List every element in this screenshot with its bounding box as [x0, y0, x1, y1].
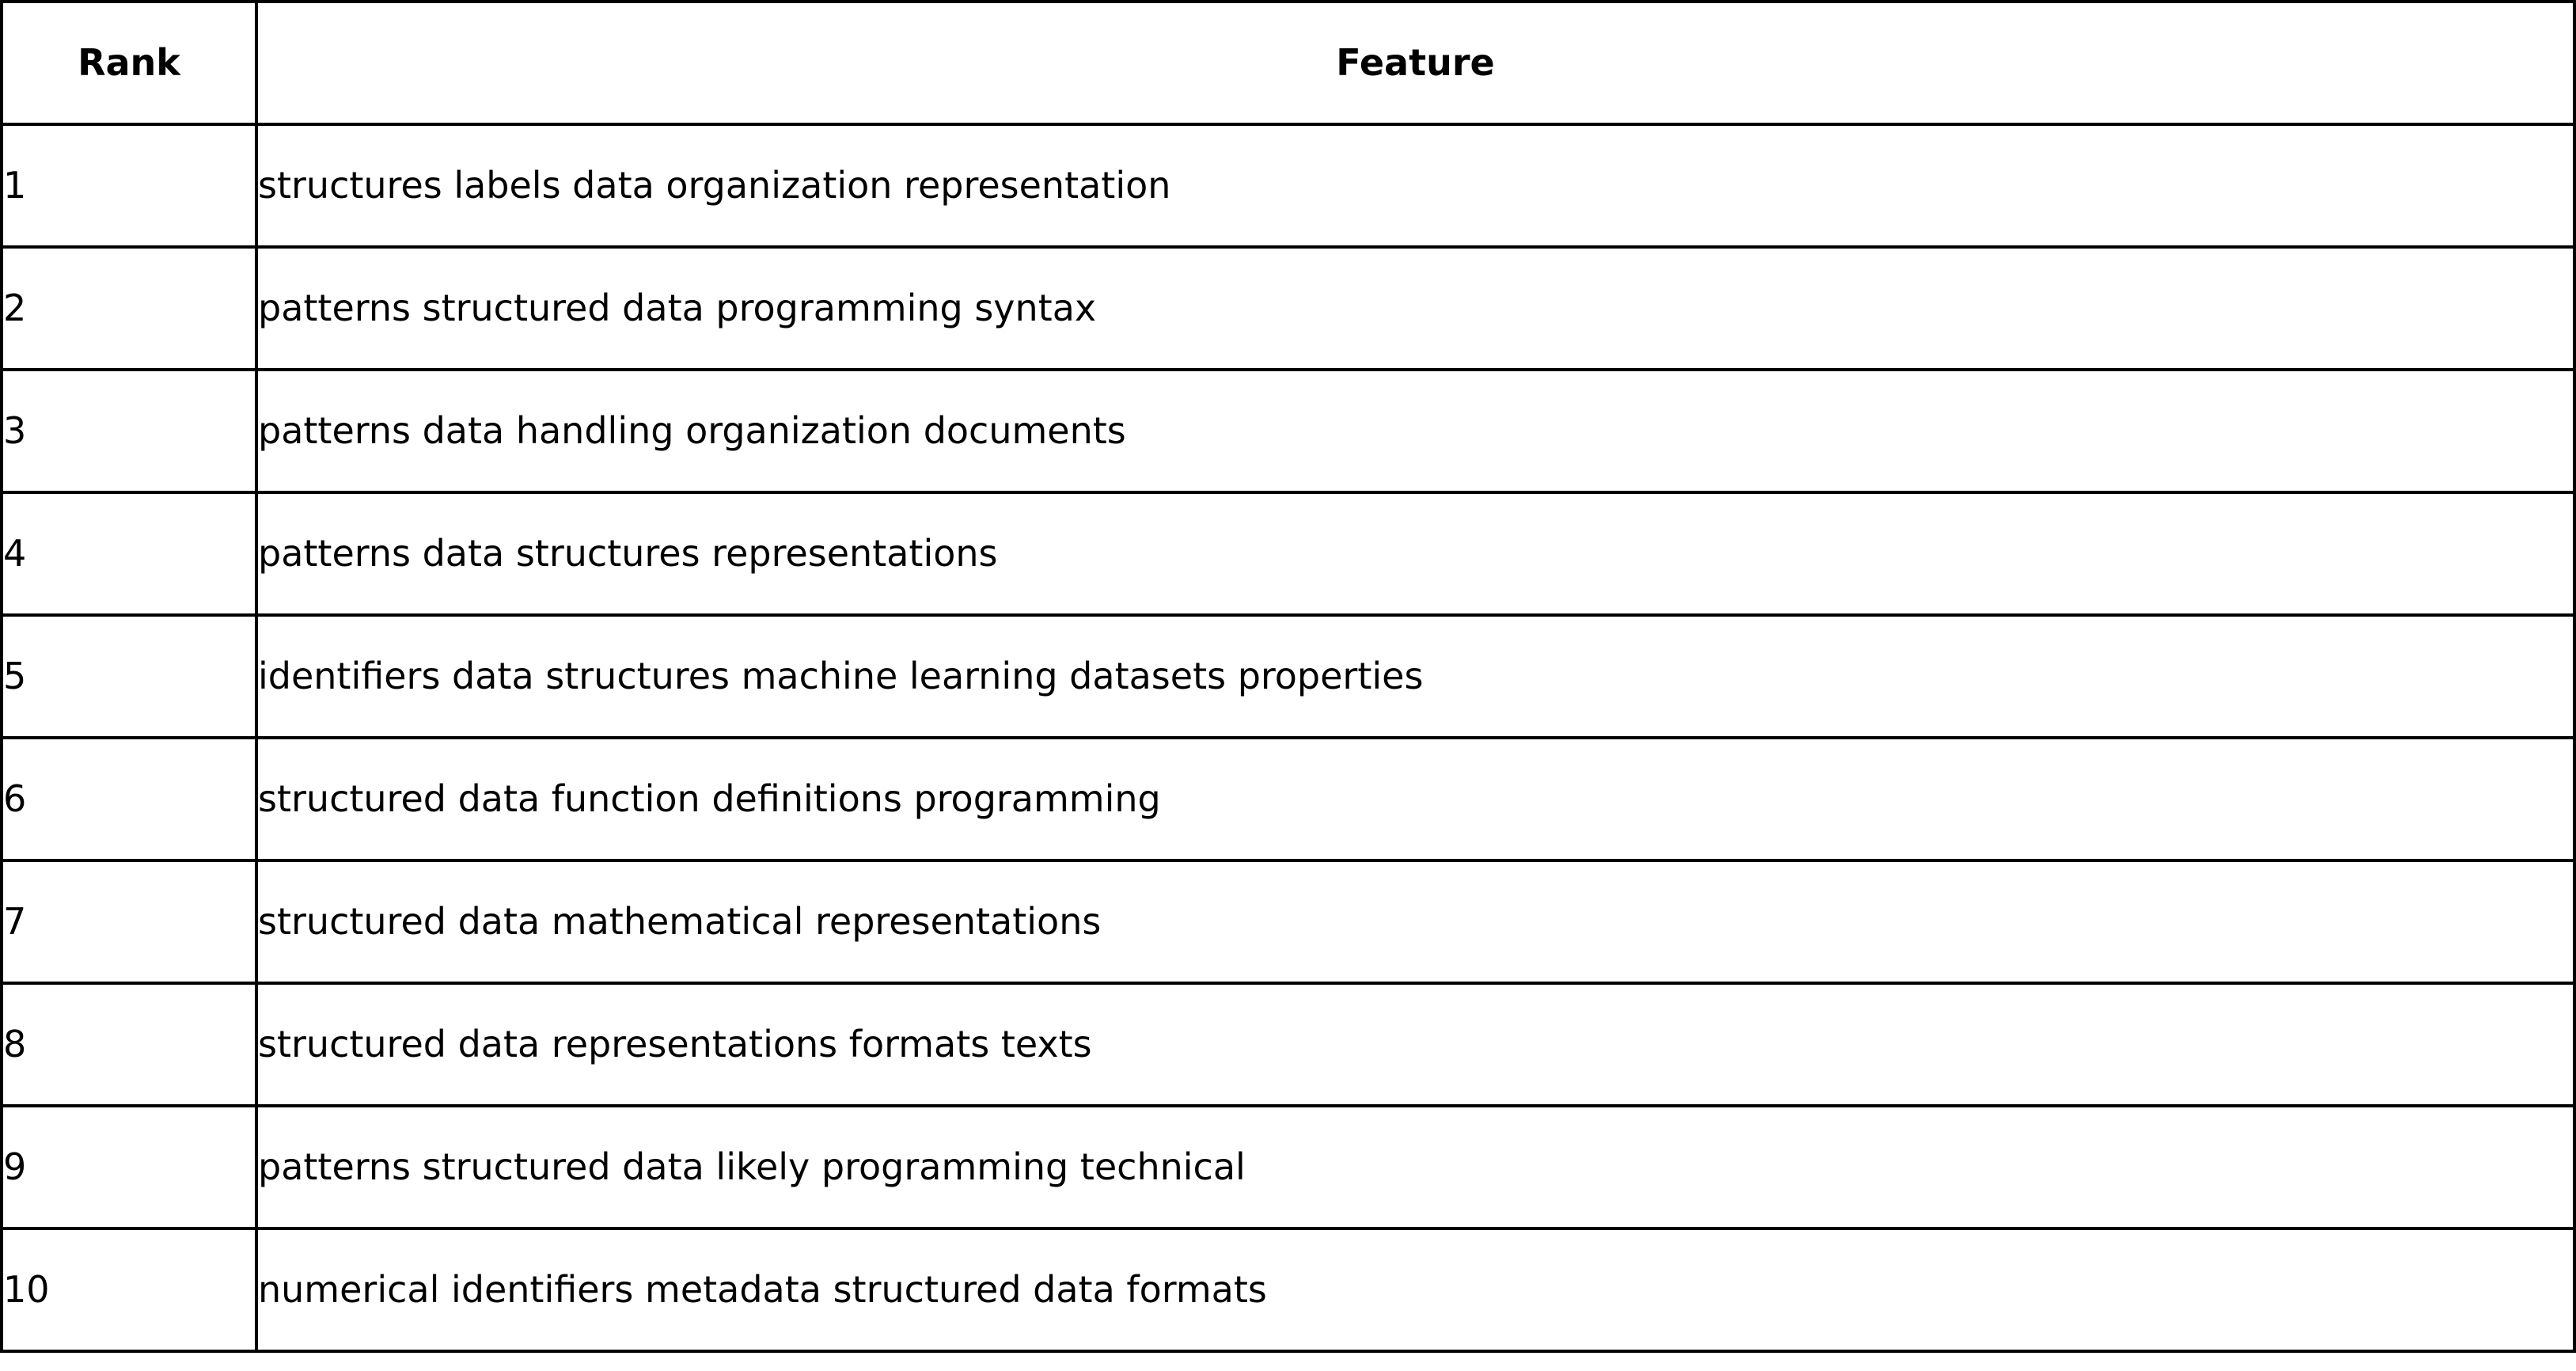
cell-rank: 4: [0, 491, 258, 617]
table-row: 8 structured data representations format…: [0, 982, 2576, 1107]
table-row: 5 identifiers data structures machine le…: [0, 613, 2576, 739]
cell-rank: 1: [0, 123, 258, 249]
cell-rank: 2: [0, 245, 258, 371]
cell-feature: structured data representations formats …: [255, 982, 2576, 1107]
cell-feature: patterns data handling organization docu…: [255, 368, 2576, 494]
cell-feature: patterns data structures representations: [255, 491, 2576, 617]
table-row: 1 structures labels data organization re…: [0, 123, 2576, 249]
column-header-rank: Rank: [0, 0, 258, 126]
cell-rank: 5: [0, 613, 258, 739]
cell-feature: structured data function definitions pro…: [255, 736, 2576, 862]
table-row: 7 structured data mathematical represent…: [0, 859, 2576, 985]
header-row: Rank Feature: [0, 0, 2576, 126]
cell-rank: 8: [0, 982, 258, 1107]
cell-feature: numerical identifiers metadata structure…: [255, 1227, 2576, 1353]
cell-rank: 9: [0, 1104, 258, 1230]
table-row: 3 patterns data handling organization do…: [0, 368, 2576, 494]
table-row: 2 patterns structured data programming s…: [0, 245, 2576, 371]
cell-rank: 10: [0, 1227, 258, 1353]
table-row: 9 patterns structured data likely progra…: [0, 1104, 2576, 1230]
table-header: Rank Feature: [0, 0, 2576, 126]
table-row: 10 numerical identifiers metadata struct…: [0, 1227, 2576, 1353]
table-row: 4 patterns data structures representatio…: [0, 491, 2576, 617]
table-body: 1 structures labels data organization re…: [0, 123, 2576, 1353]
cell-feature: patterns structured data likely programm…: [255, 1104, 2576, 1230]
table-row: 6 structured data function definitions p…: [0, 736, 2576, 862]
cell-feature: structures labels data organization repr…: [255, 123, 2576, 249]
cell-feature: structured data mathematical representat…: [255, 859, 2576, 985]
cell-rank: 7: [0, 859, 258, 985]
cell-rank: 6: [0, 736, 258, 862]
cell-rank: 3: [0, 368, 258, 494]
column-header-feature: Feature: [255, 0, 2576, 126]
cell-feature: identifiers data structures machine lear…: [255, 613, 2576, 739]
cell-feature: patterns structured data programming syn…: [255, 245, 2576, 371]
